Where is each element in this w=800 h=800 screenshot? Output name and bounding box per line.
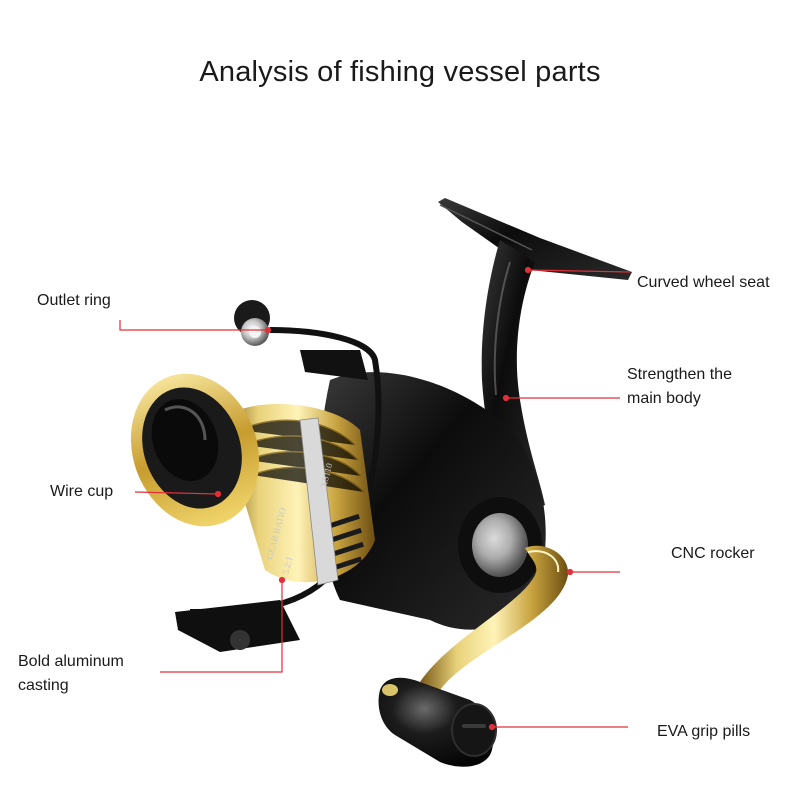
label-bold-aluminum-line1: Bold aluminum bbox=[18, 653, 124, 670]
leader-bold-aluminum bbox=[160, 580, 283, 673]
cnc-rocker-part bbox=[420, 545, 569, 690]
leader-dot-cnc-rocker bbox=[566, 568, 574, 576]
leader-outlet-ring bbox=[119, 320, 268, 331]
label-strengthen-line2: main body bbox=[627, 390, 701, 407]
leader-dot-eva-grip bbox=[488, 723, 496, 731]
spool bbox=[130, 373, 375, 586]
label-strengthen-line1: Strengthen the bbox=[627, 366, 732, 383]
leader-wire-cup bbox=[134, 491, 219, 495]
leader-dot-wire-cup bbox=[214, 490, 222, 498]
label-eva-grip: EVA grip pills bbox=[657, 723, 751, 740]
rotor-bottom bbox=[175, 600, 300, 652]
eva-grip-part bbox=[378, 677, 497, 767]
spool-spec-text: 5.2:1 bbox=[280, 555, 294, 575]
label-curved-wheel-seat: Curved wheel seat bbox=[637, 274, 770, 291]
page-title: Analysis of fishing vessel parts bbox=[199, 56, 601, 88]
leader-curved-wheel-seat bbox=[527, 269, 631, 273]
wheel-seat bbox=[438, 198, 632, 280]
label-wire-cup: Wire cup bbox=[50, 483, 114, 500]
label-cnc-rocker: CNC rocker bbox=[671, 545, 755, 562]
leader-dot-bold-aluminum bbox=[278, 576, 286, 584]
label-bold-aluminum-line2: casting bbox=[18, 677, 69, 694]
leader-lines bbox=[119, 266, 631, 731]
leader-dot-strengthen bbox=[502, 394, 510, 402]
leader-dot-outlet-ring bbox=[264, 326, 272, 334]
outlet-ring-part bbox=[234, 300, 270, 346]
leader-dot-curved-wheel-seat bbox=[524, 266, 532, 274]
label-outlet-ring: Outlet ring bbox=[37, 292, 111, 309]
